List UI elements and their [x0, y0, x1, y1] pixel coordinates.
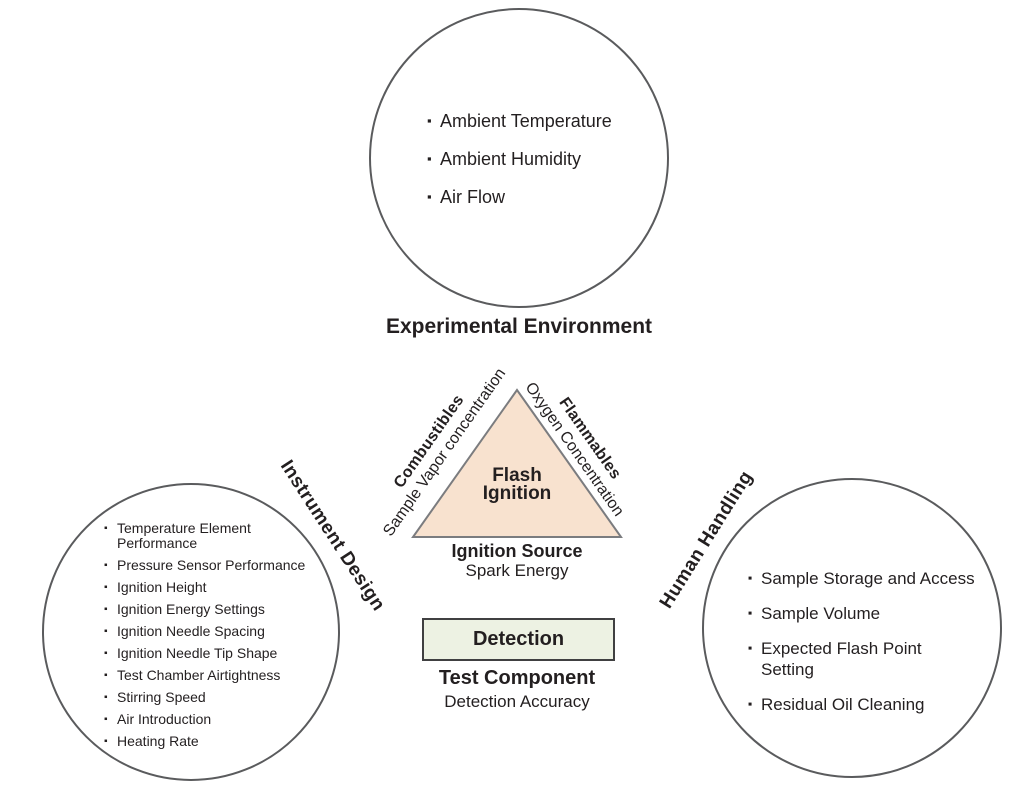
list-item: Test Chamber Airtightness: [104, 668, 309, 684]
test-component-label: Test Component: [438, 667, 596, 689]
list-item: Pressure Sensor Performance: [104, 558, 309, 574]
spark-energy-label: Spark Energy: [465, 561, 569, 580]
triangle-polygon: [411, 388, 623, 538]
list-item: Air Flow: [427, 186, 642, 208]
list-item: Stirring Speed: [104, 690, 309, 706]
human-circle: Sample Storage and Access Sample Volume …: [702, 478, 1002, 778]
detection-box: Detection: [422, 618, 615, 661]
detection-accuracy-label: Detection Accuracy: [444, 692, 590, 711]
list-item: Ambient Humidity: [427, 148, 642, 170]
list-item: Ignition Height: [104, 580, 309, 596]
ignition-source-label: Ignition Source: [451, 541, 583, 561]
human-item-list: Sample Storage and Access Sample Volume …: [748, 568, 978, 729]
list-item: Heating Rate: [104, 734, 309, 750]
test-component-block: Test Component Detection Accuracy: [417, 666, 617, 712]
list-item: Temperature Element Performance: [104, 521, 309, 551]
environment-circle: Ambient Temperature Ambient Humidity Air…: [369, 8, 669, 308]
list-item: Expected Flash Point Setting: [748, 638, 978, 680]
list-item: Ignition Energy Settings: [104, 602, 309, 618]
environment-item-list: Ambient Temperature Ambient Humidity Air…: [427, 110, 642, 224]
list-item: Residual Oil Cleaning: [748, 694, 978, 715]
list-item: Ambient Temperature: [427, 110, 642, 132]
fire-triangle-shape: [411, 388, 623, 538]
list-item: Air Introduction: [104, 712, 309, 728]
list-item: Sample Volume: [748, 603, 978, 624]
instrument-circle: Temperature Element Performance Pressure…: [42, 483, 340, 781]
instrument-item-list: Temperature Element Performance Pressure…: [104, 521, 309, 756]
environment-circle-label: Experimental Environment: [385, 315, 653, 338]
list-item: Ignition Needle Spacing: [104, 624, 309, 640]
triangle-bottom-label: Ignition Source Spark Energy: [417, 541, 617, 581]
list-item: Sample Storage and Access: [748, 568, 978, 589]
list-item: Ignition Needle Tip Shape: [104, 646, 309, 662]
detection-box-label: Detection: [472, 628, 565, 650]
triangle-center-label: Flash Ignition: [482, 465, 552, 504]
